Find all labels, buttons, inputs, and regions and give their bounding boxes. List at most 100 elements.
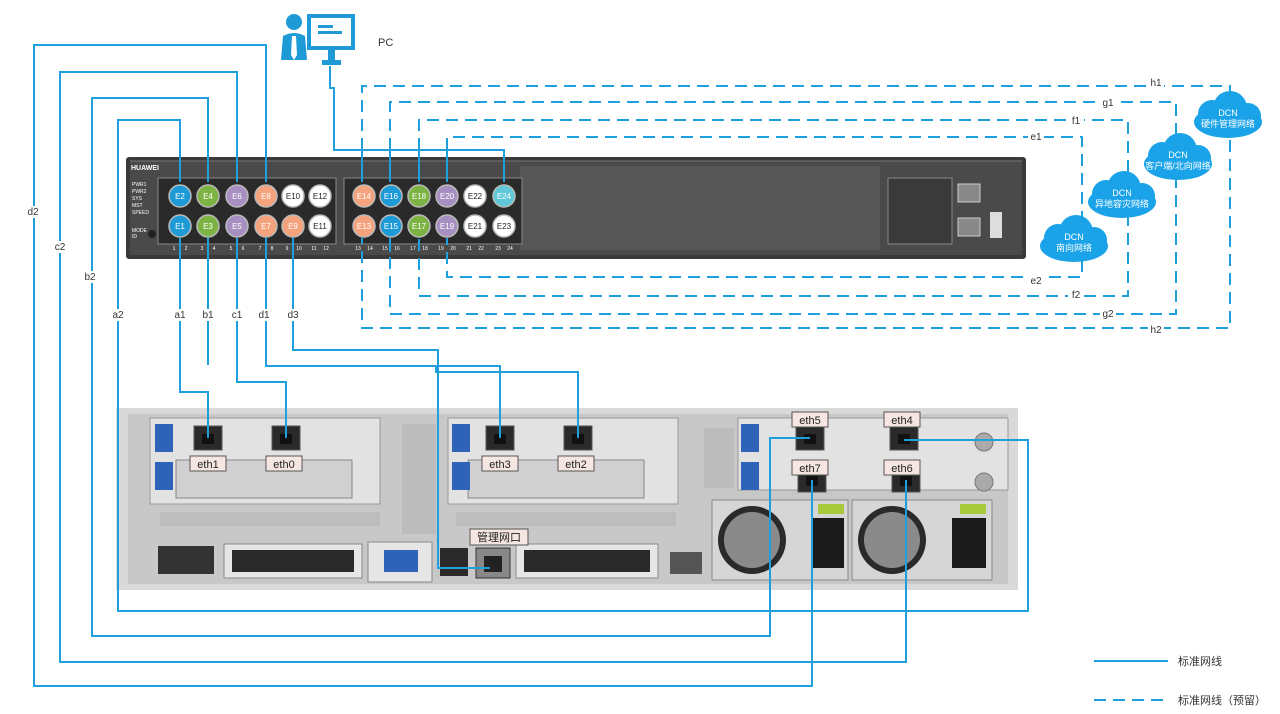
switch-port-label: E7 bbox=[261, 222, 271, 231]
solid-link bbox=[91, 97, 810, 637]
link-label: h1 bbox=[1150, 78, 1162, 89]
link-label: b2 bbox=[84, 272, 96, 283]
solid-link bbox=[265, 238, 501, 438]
port-number: 3 bbox=[201, 246, 204, 252]
switch-port-label: E6 bbox=[232, 192, 242, 201]
switch-port[interactable]: E18 bbox=[407, 184, 431, 208]
switch-port[interactable]: E12 bbox=[308, 184, 332, 208]
legend-solid-label: 标准网线 bbox=[1178, 654, 1222, 668]
port-number: 12 bbox=[323, 246, 329, 252]
switch-port-label: E3 bbox=[203, 222, 213, 231]
nic-port-tag: eth6 bbox=[883, 459, 921, 476]
switch-port[interactable]: E7 bbox=[254, 214, 278, 238]
port-number: 16 bbox=[394, 246, 400, 252]
nic-port-label: eth2 bbox=[565, 459, 586, 471]
pc-icon bbox=[281, 14, 355, 65]
port-number: 18 bbox=[422, 246, 428, 252]
switch-port[interactable]: E2 bbox=[168, 184, 192, 208]
mgmt-port-tag bbox=[469, 528, 529, 546]
port-block-2 bbox=[343, 177, 523, 245]
port-number: 6 bbox=[242, 246, 245, 252]
switch-port[interactable]: E19 bbox=[435, 214, 459, 238]
dashed-link bbox=[446, 136, 1083, 228]
switch-port[interactable]: E6 bbox=[225, 184, 249, 208]
dcn-cloud-title: DCN bbox=[1064, 232, 1084, 242]
switch-port-label: E15 bbox=[384, 222, 399, 231]
dashed-link bbox=[361, 85, 1231, 150]
switch-port[interactable]: E10 bbox=[281, 184, 305, 208]
dashed-link bbox=[389, 101, 1177, 150]
dcn-cloud-title: DCN bbox=[1168, 150, 1188, 160]
console-ports bbox=[957, 183, 1002, 238]
switch-port-label: E10 bbox=[286, 192, 301, 201]
switch-port[interactable]: E11 bbox=[308, 214, 332, 238]
switch-port[interactable]: E1 bbox=[168, 214, 192, 238]
dcn-cloud-title: DCN bbox=[1112, 188, 1132, 198]
link-label: b1 bbox=[202, 310, 214, 321]
switch-port-label: E4 bbox=[203, 192, 213, 201]
switch-port[interactable]: E23 bbox=[492, 214, 516, 238]
switch-brand: HUAWEI bbox=[131, 165, 159, 172]
switch-port[interactable]: E14 bbox=[352, 184, 376, 208]
switch-port-label: E8 bbox=[261, 192, 271, 201]
mode-button[interactable] bbox=[148, 230, 156, 238]
switch-port[interactable]: E17 bbox=[407, 214, 431, 238]
port-number: 13 bbox=[355, 246, 361, 252]
switch-port-label: E1 bbox=[175, 222, 185, 231]
dcn-cloud-title: DCN bbox=[1218, 108, 1238, 118]
switch-port[interactable]: E20 bbox=[435, 184, 459, 208]
link-label: d2 bbox=[27, 207, 39, 218]
led-label: MST bbox=[132, 203, 143, 209]
switch-port[interactable]: E4 bbox=[196, 184, 220, 208]
legend-dashed-label: 标准网线（预留） bbox=[1178, 693, 1266, 707]
nic-port[interactable] bbox=[889, 425, 919, 451]
link-label: a2 bbox=[112, 310, 124, 321]
link-label: e2 bbox=[1030, 276, 1042, 287]
psu-2 bbox=[851, 499, 993, 581]
led-label: PWR2 bbox=[132, 189, 147, 195]
switch-port[interactable]: E22 bbox=[463, 184, 487, 208]
nic-port-label: eth1 bbox=[197, 459, 218, 471]
switch-port-label: E11 bbox=[313, 222, 327, 231]
switch: HUAWEI PWR1 PWR2 SYS MST SPEED MODE ID 1… bbox=[126, 157, 1026, 259]
nic-port-tag: eth0 bbox=[265, 455, 303, 472]
switch-port[interactable]: E16 bbox=[379, 184, 403, 208]
switch-port[interactable]: E24 bbox=[492, 184, 516, 208]
solid-link bbox=[435, 366, 579, 438]
vga-port[interactable] bbox=[384, 550, 418, 572]
solid-link bbox=[59, 71, 907, 663]
link-label: g1 bbox=[1102, 98, 1114, 109]
port-number: 19 bbox=[438, 246, 444, 252]
link-label: c1 bbox=[232, 310, 243, 321]
port-number: 21 bbox=[466, 246, 472, 252]
dcn-cloud-subtitle: 客户端/北向网络 bbox=[1145, 160, 1211, 171]
sfp-block bbox=[887, 177, 953, 245]
switch-port[interactable]: E3 bbox=[196, 214, 220, 238]
usb-ports[interactable] bbox=[440, 548, 468, 576]
link-label: e1 bbox=[1030, 132, 1042, 143]
dashed-link bbox=[418, 214, 1129, 297]
mode-label: MODE bbox=[132, 228, 148, 234]
dashed-link bbox=[389, 176, 1177, 315]
link-label: a1 bbox=[174, 310, 186, 321]
link-label: f1 bbox=[1072, 116, 1081, 127]
switch-port[interactable]: E8 bbox=[254, 184, 278, 208]
switch-port-label: E16 bbox=[384, 192, 399, 201]
switch-port[interactable]: E13 bbox=[352, 214, 376, 238]
switch-port[interactable]: E9 bbox=[281, 214, 305, 238]
pc-label: PC bbox=[378, 37, 393, 49]
link-label: f2 bbox=[1072, 290, 1081, 301]
port-number: 14 bbox=[367, 246, 373, 252]
switch-port[interactable]: E15 bbox=[379, 214, 403, 238]
nic-port-label: eth6 bbox=[891, 463, 912, 475]
switch-port[interactable]: E21 bbox=[463, 214, 487, 238]
switch-port[interactable]: E5 bbox=[225, 214, 249, 238]
switch-port-label: E13 bbox=[357, 222, 372, 231]
legend: 标准网线 标准网线（预留） bbox=[1094, 654, 1266, 707]
port-number: 11 bbox=[311, 246, 316, 252]
switch-port-label: E19 bbox=[440, 222, 455, 231]
